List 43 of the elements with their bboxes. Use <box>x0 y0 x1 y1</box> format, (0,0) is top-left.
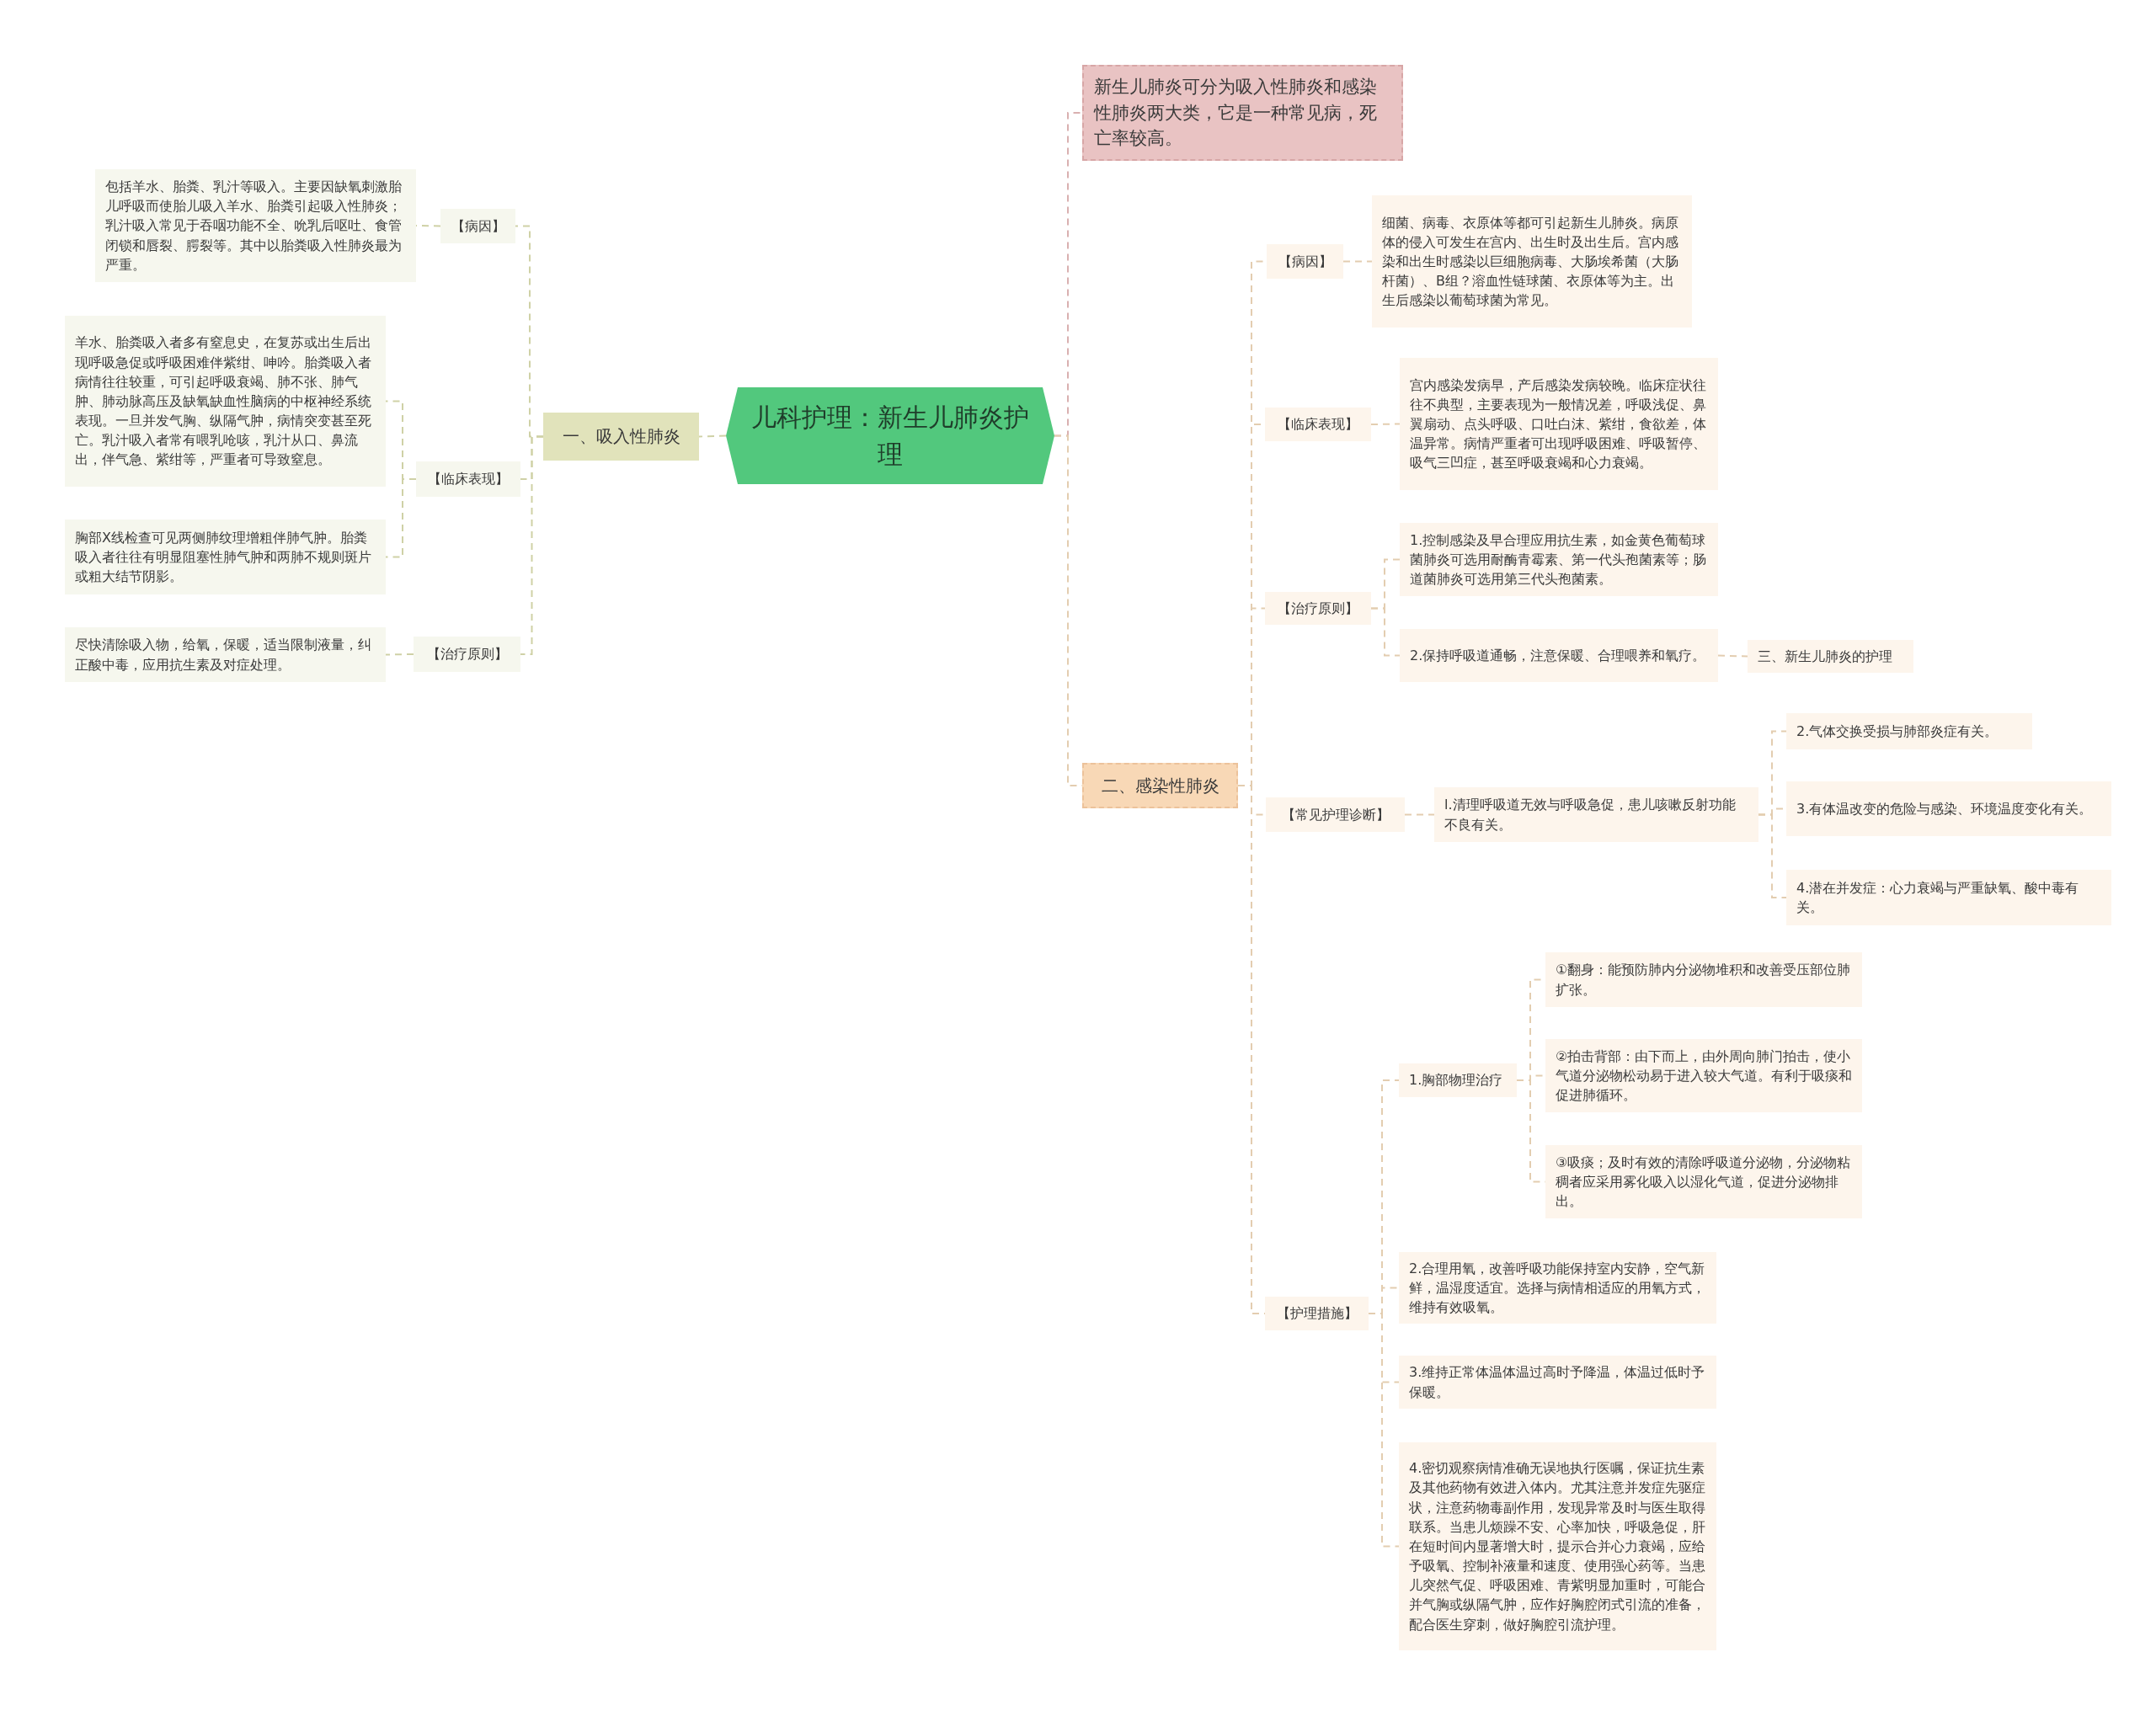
text-note: 2.气体交换受损与肺部炎症有关。 <box>1786 713 2032 749</box>
central-topic: 儿科护理：新生儿肺炎护理 <box>726 387 1054 484</box>
category-label: 【治疗原则】 <box>414 637 520 672</box>
category-label: 【临床表现】 <box>416 461 520 497</box>
connector-line <box>1717 654 1748 658</box>
text-note: 包括羊水、胎粪、乳汁等吸入。主要因缺氧刺激胎儿呼吸而使胎儿吸入羊水、胎粪引起吸入性肺炎；乳汁吸入常见于吞咽功能不全、吮乳后呕吐、食管闭锁和唇裂、腭裂等。其中以胎粪吸入性肺炎最为严重。 <box>95 169 416 282</box>
category-label: 【常见护理诊断】 <box>1266 797 1405 832</box>
summary-note: 新生儿肺炎可分为吸入性肺炎和感染性肺炎两大类，它是一种常见病，死亡率较高。 <box>1082 65 1403 161</box>
text-note: 4.潜在并发症：心力衰竭与严重缺氧、酸中毒有关。 <box>1786 870 2111 925</box>
connector-line <box>1758 813 1787 898</box>
text-note: 尽快清除吸入物，给氧，保暖，适当限制液量，纠正酸中毒，应用抗生素及对症处理。 <box>65 627 386 682</box>
connector-line <box>1342 260 1373 263</box>
category-label: 【病因】 <box>1267 244 1343 279</box>
connector-line <box>1368 1313 1400 1548</box>
text-note: 三、新生儿肺炎的护理 <box>1748 640 1913 673</box>
text-note: 3.有体温改变的危险与感染、环境温度变化有关。 <box>1786 781 2111 836</box>
text-note: 羊水、胎粪吸入者多有窒息史，在复苏或出生后出现呼吸急促或呼吸困难伴紫绀、呻吟。胎粪吸入者病情往往较重，可引起呼吸衰竭、肺不张、肺气肿、肺动脉高压及缺氧缺血性脑病的中枢神经系统表现。一旦并发气胸、纵隔气肿，病情突变甚至死亡。乳汁吸入者常有喂乳呛咳，乳汁从口、鼻流出，伴气急、紫绀等，严重者可导致窒息。 <box>65 316 386 487</box>
connector-line <box>1370 607 1401 657</box>
category-label: 【治疗原则】 <box>1265 592 1371 625</box>
connector-line <box>385 478 417 558</box>
text-note: ①翻身：能预防肺内分泌物堆积和改善受压部位肺扩张。 <box>1545 952 1862 1007</box>
text-note: l.清理呼吸道无效与呼吸急促，患儿咳嗽反射功能不良有关。 <box>1434 787 1758 842</box>
category-label: 【临床表现】 <box>1265 408 1371 441</box>
text-note: ③吸痰；及时有效的清除呼吸道分泌物，分泌物粘稠者应采用雾化吸入以湿化气道，促进分泌物排出。 <box>1545 1145 1862 1218</box>
connector-line <box>698 434 727 438</box>
connector-line <box>385 653 414 656</box>
text-note: 1.胸部物理治疗 <box>1399 1063 1517 1097</box>
text-note: 2.保持呼吸道通畅，注意保暖、合理喂养和氧疗。 <box>1400 629 1718 682</box>
branch-topic: 一、吸入性肺炎 <box>543 413 699 461</box>
category-label: 【护理措施】 <box>1265 1297 1369 1330</box>
connector-line <box>520 435 544 655</box>
text-note: 2.合理用氧，改善呼吸功能保持室内安静，空气新鲜，温湿度适宜。选择与病情相适应的用氧方式，维持有效吸氧。 <box>1399 1252 1716 1324</box>
text-note: 1.控制感染及早合理应用抗生素，如金黄色葡萄球菌肺炎可选用耐酶青霉素、第一代头孢菌素等；肠道菌肺炎可选用第三代头孢菌素。 <box>1400 523 1718 596</box>
connector-line <box>1404 813 1435 816</box>
branch-topic: 二、感染性肺炎 <box>1082 763 1238 808</box>
connector-line <box>1370 423 1401 425</box>
category-label: 【病因】 <box>440 209 515 243</box>
text-note: ②拍击背部：由下而上，由外周向肺门拍击，使小气道分泌物松动易于进入较大气道。有利于吸痰和促进肺循环。 <box>1545 1039 1862 1112</box>
text-note: 细菌、病毒、衣原体等都可引起新生儿肺炎。病原体的侵入可发生在宫内、出生时及出生后。宫内感染和出生时感染以巨细胞病毒、大肠埃希菌（大肠杆菌）、B组？溶血性链球菌、衣原体等为主。出生后感染以葡萄球菌为常见。 <box>1372 195 1692 328</box>
text-note: 3.维持正常体温体温过高时予降温，体温过低时予保暖。 <box>1399 1356 1716 1409</box>
text-note: 宫内感染发病早，产后感染发病较晚。临床症状往往不典型，主要表现为一般情况差，呼吸浅促、鼻翼扇动、点头呼吸、口吐白沫、紫绀，食欲差，体温异常。病情严重者可出现呼吸困难、呼吸暂停、吸气三凹症，甚至呼吸衰竭和心力衰竭。 <box>1400 358 1718 490</box>
text-note: 4.密切观察病情准确无误地执行医嘱，保证抗生素及其他药物有效进入体内。尤其注意并发症先驱症状，注意药物毒副作用，发现异常及时与医生取得联系。当患儿烦躁不安、心率加快，呼吸急促，肝在短时间内显著增大时，提示合并心力衰竭，应给予吸氧、控制补液量和速度、使用强心药等。当患儿突然气促、呼吸困难、青紫明显加重时，可能合并气胸或纵隔气肿，应作好胸腔闭式引流的准备，配合医生穿刺，做好胸腔引流护理。 <box>1399 1442 1716 1650</box>
text-note: 胸部X线检查可见两侧肺纹理增粗伴肺气肿。胎粪吸入者往往有明显阻塞性肺气肿和两肺不规则斑片或粗大结节阴影。 <box>65 520 386 594</box>
